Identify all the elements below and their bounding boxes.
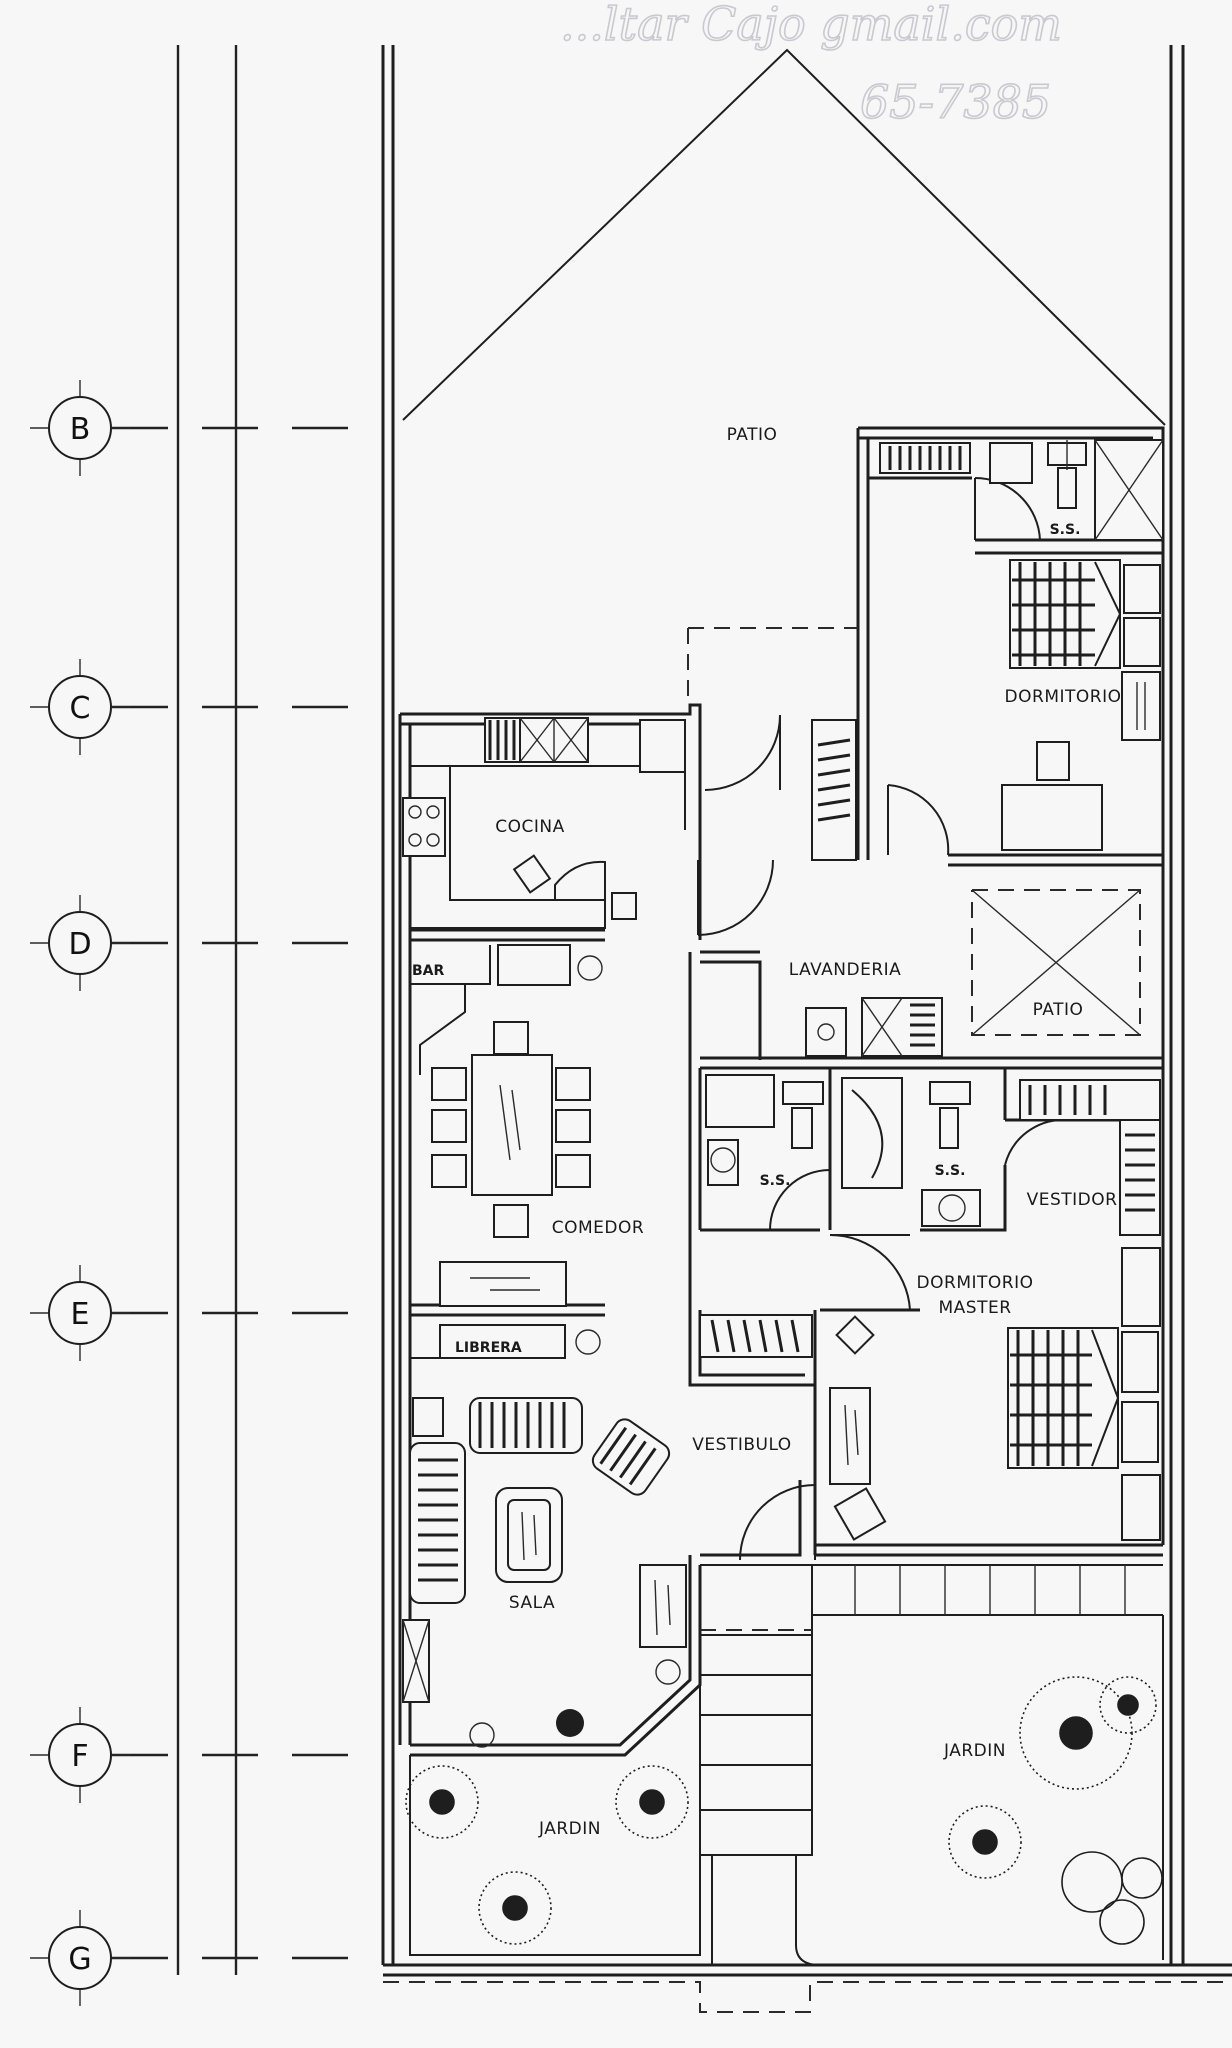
- room-label-patio-small: PATIO: [1033, 1000, 1084, 1020]
- room-label-vestibulo: VESTIBULO: [692, 1435, 791, 1455]
- corridor-closet: [811, 719, 857, 861]
- dormitorio-fixtures: DORMITORIO: [1001, 559, 1161, 851]
- axis-label-f: F: [71, 1739, 88, 1774]
- axis-marker-d: D: [30, 895, 130, 991]
- room-label-vestidor: VESTIDOR: [1027, 1190, 1118, 1210]
- room-label-dorm-master-2: MASTER: [938, 1298, 1011, 1318]
- garden-fixtures: JARDIN JARDIN: [405, 1676, 1163, 1956]
- axis-marker-b: B: [30, 380, 130, 476]
- handwritten-note-line2: 65-7385: [860, 75, 1051, 129]
- room-label-jardin-left: JARDIN: [538, 1819, 601, 1839]
- door-swings: [697, 476, 1066, 1631]
- axis-marker-g: G: [30, 1910, 130, 2006]
- patio-roof-outline: [402, 48, 1166, 426]
- room-label-lavanderia: LAVANDERIA: [789, 960, 902, 980]
- vestidor-fixtures: VESTIDOR: [1019, 1079, 1161, 1236]
- grid-lines: [112, 45, 370, 1975]
- room-label-dormitorio: DORMITORIO: [1005, 687, 1122, 707]
- axis-marker-c: C: [30, 659, 130, 755]
- room-label-bar: BAR: [412, 963, 445, 979]
- room-label-sala: SALA: [509, 1593, 555, 1613]
- room-label-cocina: COCINA: [495, 817, 564, 837]
- master-bedroom-fixtures: DORMITORIO MASTER: [829, 1247, 1161, 1541]
- axis-marker-e: E: [30, 1265, 130, 1361]
- axis-label-g: G: [68, 1942, 91, 1977]
- kitchen-fixtures: COCINA: [402, 717, 686, 929]
- axis-label-d: D: [68, 927, 91, 962]
- handwritten-note-line1: ...ltar Cajo gmail.com: [560, 0, 1062, 51]
- lower-bath-fixtures: S.S. S.S.: [705, 1074, 981, 1227]
- dining-fixtures: BAR COMEDOR: [410, 944, 644, 1307]
- room-label-ss-upper: S.S.: [1050, 522, 1081, 538]
- laundry-fixtures: LAVANDERIA PATIO: [789, 889, 1141, 1057]
- vestibule-closet: VESTIBULO: [692, 1314, 813, 1455]
- axis-marker-f: F: [30, 1707, 130, 1803]
- axis-label-b: B: [70, 412, 91, 447]
- room-label-librera: LIBRERA: [455, 1340, 522, 1356]
- room-label-jardin-right: JARDIN: [943, 1741, 1006, 1761]
- room-label-comedor: COMEDOR: [552, 1218, 644, 1238]
- axis-label-c: C: [70, 691, 91, 726]
- house-walls: [398, 426, 1165, 1966]
- living-room-fixtures: LIBRERA SALA: [402, 1324, 687, 1748]
- axis-label-e: E: [71, 1297, 90, 1332]
- room-label-ss-right: S.S.: [935, 1163, 966, 1179]
- room-label-dorm-master-1: DORMITORIO: [917, 1273, 1034, 1293]
- room-label-ss-left: S.S.: [760, 1173, 791, 1189]
- property-boundary: [381, 45, 1232, 2013]
- room-label-patio-back: PATIO: [727, 425, 778, 445]
- upper-bath-fixtures: S.S.: [879, 439, 1164, 541]
